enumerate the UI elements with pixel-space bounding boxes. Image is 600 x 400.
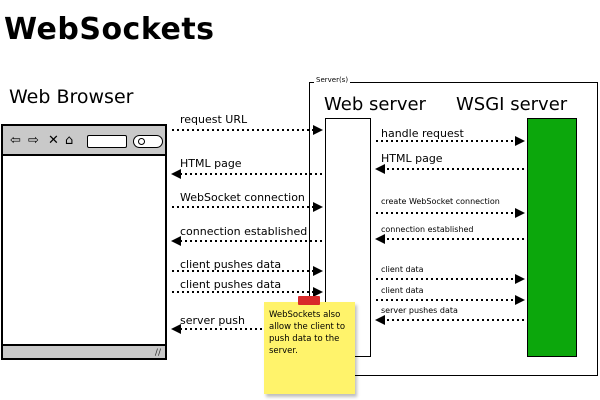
servers-frame-label: Server(s) [314,76,351,84]
msg-right-label: HTML page [381,152,443,165]
msg-right-label: create WebSocket connection [381,197,500,206]
web-browser-title: Web Browser [9,86,134,108]
msg-left-label: WebSocket connection [180,191,305,204]
pin-icon [298,296,320,305]
home-icon[interactable]: ⌂ [65,133,74,148]
sticky-note: WebSockets also allow the client to push… [264,302,355,394]
search-icon[interactable] [133,135,163,148]
msg-left-label: client pushes data [180,258,282,271]
wsgi-server-lifeline [527,118,577,357]
msg-left-label: HTML page [180,157,242,170]
web-server-title: Web server [324,94,426,115]
close-icon[interactable]: ✕ [48,133,59,148]
browser-status-bar: // [3,344,165,358]
resize-grip-icon[interactable]: // [154,348,161,358]
web-browser-window: ⇦ ⇨ ✕ ⌂ // [1,124,167,360]
msg-right-label: server pushes data [381,306,458,315]
msg-left-label: connection established [180,225,308,238]
msg-right-label: client data [381,265,424,274]
msg-right-label: connection established [381,225,474,234]
wsgi-server-title: WSGI server [456,94,568,115]
servers-frame [309,82,598,376]
diagram-title: WebSockets [4,12,215,47]
url-bar[interactable] [87,135,127,148]
msg-left-label: client pushes data [180,278,282,291]
forward-arrow-icon[interactable]: ⇨ [28,133,39,148]
msg-right-label: handle request [381,127,464,140]
msg-right-label: client data [381,286,424,295]
msg-left-label: server push [180,314,245,327]
back-arrow-icon[interactable]: ⇦ [10,133,21,148]
msg-left-label: request URL [180,113,248,126]
browser-toolbar: ⇦ ⇨ ✕ ⌂ [3,126,165,156]
